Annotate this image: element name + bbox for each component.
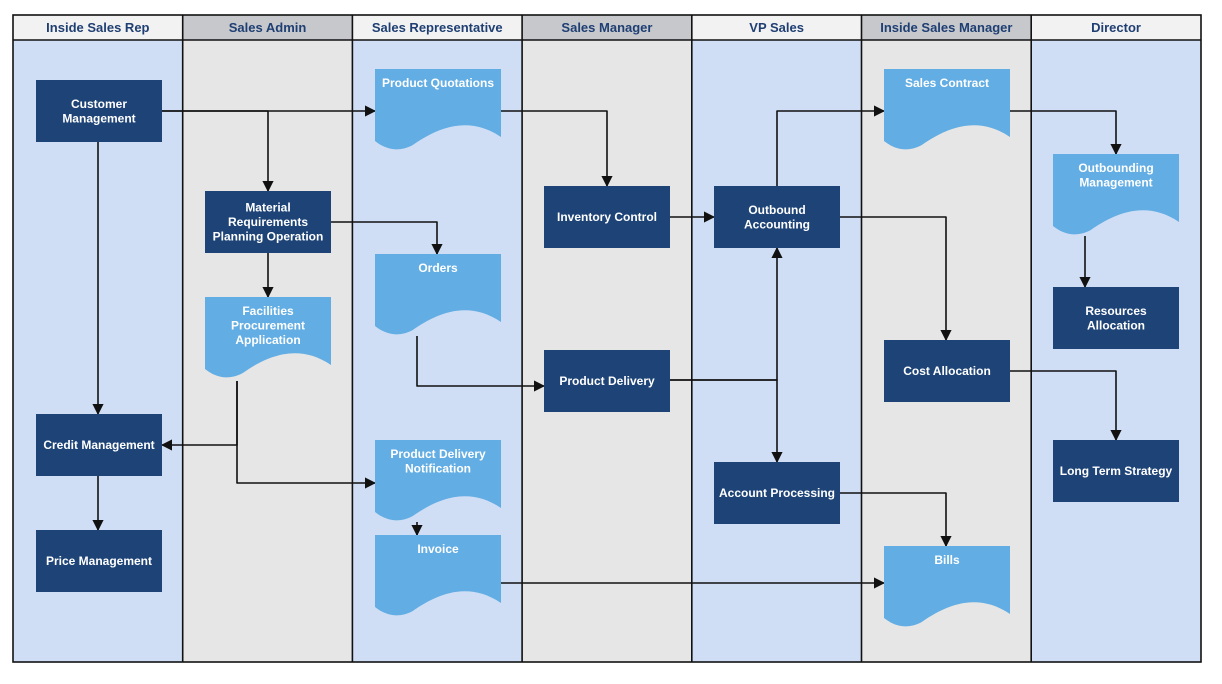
- lane-title: Sales Manager: [561, 20, 652, 35]
- lane-header: [691, 15, 862, 40]
- connector-orders-to-product-delivery: [416, 336, 546, 392]
- process-box: [884, 340, 1010, 402]
- connector-customer-management-to-material-requirements: [162, 110, 274, 193]
- node-label: Management: [1079, 176, 1152, 190]
- node-product-delivery[interactable]: Product Delivery: [544, 350, 670, 412]
- connector-outbound-accounting-to-cost-allocation: [840, 216, 952, 342]
- node-label: Cost Allocation: [903, 364, 991, 378]
- node-label: Outbounding: [1078, 161, 1153, 175]
- process-box: [205, 191, 331, 253]
- lane-title: Inside Sales Manager: [880, 20, 1012, 35]
- node-label: Facilities: [242, 304, 294, 318]
- process-box: [36, 414, 162, 476]
- connector-product-quotations-to-inventory-control: [501, 110, 613, 188]
- document-shape: [375, 254, 501, 335]
- lane-title: VP Sales: [749, 20, 804, 35]
- node-label: Sales Contract: [905, 76, 989, 90]
- node-label: Price Management: [46, 554, 152, 568]
- document-shape: [375, 440, 501, 521]
- lane-header: [861, 15, 1032, 40]
- node-label: Product Delivery: [559, 374, 655, 388]
- document-shape: [205, 297, 331, 378]
- document-shape: [375, 535, 501, 616]
- connector-facilities-procurement-to-product-delivery-notification: [236, 381, 377, 489]
- lane-header: [522, 15, 692, 40]
- lane-title: Sales Admin: [229, 20, 307, 35]
- process-box: [36, 530, 162, 592]
- process-box: [1053, 440, 1179, 502]
- node-label: Material: [245, 201, 290, 215]
- node-label: Credit Management: [43, 438, 154, 452]
- connectors: [92, 105, 1122, 589]
- node-label: Product Quotations: [382, 76, 494, 90]
- process-box: [714, 462, 840, 524]
- node-long-term-strategy[interactable]: Long Term Strategy: [1053, 440, 1179, 502]
- node-label: Long Term Strategy: [1060, 464, 1173, 478]
- connector-product-delivery-to-account-processing: [670, 379, 783, 464]
- connector-sales-contract-to-outbounding-management: [1010, 110, 1122, 156]
- document-shape: [375, 69, 501, 150]
- node-label: Invoice: [417, 542, 459, 556]
- lane-header: [182, 15, 353, 40]
- node-label: Requirements: [228, 215, 308, 229]
- process-box: [1053, 287, 1179, 349]
- node-cost-allocation[interactable]: Cost Allocation: [884, 340, 1010, 402]
- process-box: [544, 186, 670, 248]
- node-label: Accounting: [744, 217, 810, 231]
- document-shape: [884, 546, 1010, 627]
- node-label: Inventory Control: [557, 210, 657, 224]
- node-bills[interactable]: Bills: [884, 546, 1010, 627]
- node-label: Orders: [418, 261, 458, 275]
- node-account-processing[interactable]: Account Processing: [714, 462, 840, 524]
- node-label: Resources: [1085, 304, 1147, 318]
- connector-outbound-accounting-to-sales-contract: [776, 105, 886, 186]
- node-label: Procurement: [231, 319, 305, 333]
- connector-account-processing-to-bills: [840, 492, 952, 548]
- node-invoice[interactable]: Invoice: [375, 535, 501, 616]
- node-price-management[interactable]: Price Management: [36, 530, 162, 592]
- lane-title: Sales Representative: [372, 20, 503, 35]
- node-inventory-control[interactable]: Inventory Control: [544, 186, 670, 248]
- process-box: [714, 186, 840, 248]
- lane-title: Inside Sales Rep: [46, 20, 149, 35]
- lane-header: [352, 15, 523, 40]
- node-label: Account Processing: [719, 486, 835, 500]
- process-box: [36, 80, 162, 142]
- lane-title: Director: [1091, 20, 1141, 35]
- process-box: [544, 350, 670, 412]
- node-label: Notification: [405, 462, 471, 476]
- node-label: Management: [62, 111, 135, 125]
- diagram-border: [12, 14, 1202, 663]
- node-label: Bills: [934, 553, 960, 567]
- node-label: Allocation: [1087, 318, 1145, 332]
- document-shape: [884, 69, 1010, 150]
- connector-cost-allocation-to-long-term-strategy: [1010, 370, 1122, 442]
- node-product-quotations[interactable]: Product Quotations: [375, 69, 501, 150]
- node-label: Application: [235, 333, 300, 347]
- node-credit-management[interactable]: Credit Management: [36, 414, 162, 476]
- document-shape: [1053, 154, 1179, 235]
- node-sales-contract[interactable]: Sales Contract: [884, 69, 1010, 150]
- node-label: Outbound: [748, 203, 805, 217]
- node-orders[interactable]: Orders: [375, 254, 501, 335]
- lane-header: [1031, 15, 1201, 40]
- node-label: Customer: [71, 97, 127, 111]
- node-label: Product Delivery: [390, 447, 486, 461]
- connector-material-requirements-to-orders: [331, 221, 443, 256]
- lane-header: [13, 15, 183, 40]
- node-label: Planning Operation: [213, 230, 324, 244]
